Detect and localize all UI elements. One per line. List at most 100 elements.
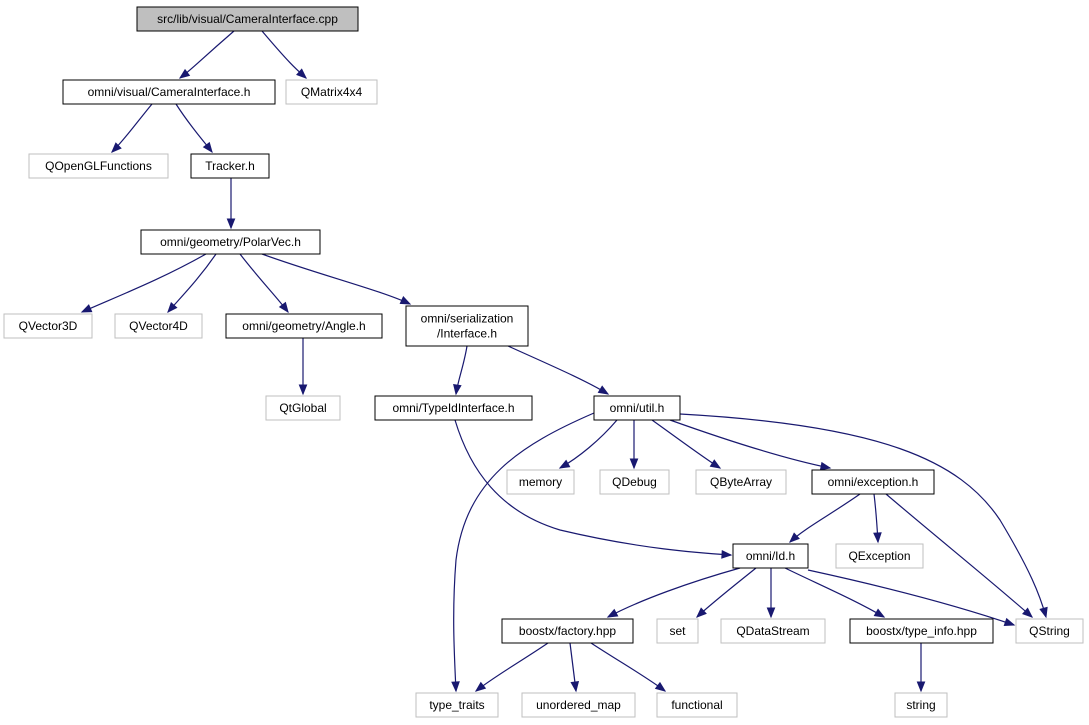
node-string: string	[894, 692, 948, 718]
arrowhead-icon	[80, 304, 93, 313]
arrowhead-icon	[654, 681, 667, 692]
node-box	[114, 313, 203, 339]
edge-line	[669, 419, 831, 469]
node-qtglobal: QtGlobal	[265, 395, 341, 421]
node-box	[415, 692, 499, 718]
edge-id-to-qdatastream	[766, 568, 776, 619]
node-label: src/lib/visual/CameraInterface.cpp	[157, 12, 338, 26]
node-label: omni/geometry/PolarVec.h	[160, 235, 301, 249]
node-qvector3d: QVector3D	[3, 313, 93, 339]
arrowhead-icon	[696, 607, 707, 618]
edge-line	[167, 253, 217, 313]
edge-polarvec-to-serial	[261, 253, 412, 305]
edge-polarvec-to-qvector3d	[80, 253, 207, 313]
edge-typeid-to-id	[454, 419, 733, 559]
node-tracker[interactable]: Tracker.h	[190, 153, 270, 179]
edge-exception-to-qstring	[885, 493, 1034, 618]
edge-id-to-factory	[606, 567, 741, 618]
node-label: omni/util.h	[610, 401, 665, 415]
node-label: /Interface.h	[437, 327, 497, 341]
arrowhead-icon	[167, 301, 178, 314]
edge-line	[784, 567, 885, 618]
node-camiface-h[interactable]: omni/visual/CameraInterface.h	[62, 79, 276, 105]
node-label: omni/exception.h	[828, 475, 919, 489]
node-label: omni/TypeIdInterface.h	[392, 401, 514, 415]
node-serial[interactable]: omni/serialization/Interface.h	[405, 305, 529, 347]
node-label: QVector3D	[19, 319, 78, 333]
node-set: set	[656, 618, 699, 644]
node-label: boostx/factory.hpp	[519, 624, 616, 638]
node-id[interactable]: omni/Id.h	[732, 543, 809, 569]
edge-serial-to-util	[507, 345, 610, 395]
edge-line	[261, 253, 411, 305]
edge-id-to-qstring	[807, 569, 1016, 627]
node-polarvec[interactable]: omni/geometry/PolarVec.h	[140, 229, 321, 255]
node-box	[835, 543, 924, 569]
arrowhead-icon	[721, 550, 733, 559]
edge-factory-to-type_traits	[474, 642, 549, 692]
node-box	[374, 395, 533, 421]
node-label: omni/visual/CameraInterface.h	[88, 85, 251, 99]
edge-util-to-qstring	[679, 413, 1048, 619]
edge-line	[454, 419, 732, 556]
arrowhead-icon	[873, 608, 886, 618]
edge-line	[81, 253, 207, 313]
edge-id-to-set	[696, 567, 757, 618]
edge-root-to-qmatrix	[261, 30, 308, 79]
edge-line	[679, 413, 1047, 618]
edge-camiface_h-to-tracker	[175, 103, 213, 154]
arrowhead-icon	[1039, 606, 1048, 619]
arrowhead-icon	[453, 383, 462, 396]
node-label: functional	[671, 698, 722, 712]
edge-polarvec-to-qvector4d	[167, 253, 217, 314]
node-box	[656, 618, 699, 644]
node-box	[62, 79, 276, 105]
node-util[interactable]: omni/util.h	[593, 395, 681, 421]
nodes-layer: src/lib/visual/CameraInterface.cpp omni/v…	[3, 6, 1084, 718]
node-box	[656, 692, 738, 718]
edge-line	[789, 493, 861, 543]
node-qstring: QString	[1015, 618, 1084, 644]
node-qdebug: QDebug	[599, 469, 670, 495]
edge-id-to-typeinfo	[784, 567, 886, 618]
node-functional: functional	[656, 692, 738, 718]
node-qmatrix: QMatrix4x4	[285, 79, 378, 105]
edge-factory-to-unordered_map	[569, 642, 580, 693]
edge-line	[607, 567, 741, 618]
node-label: QDebug	[612, 475, 657, 489]
node-label: omni/Id.h	[746, 549, 795, 563]
node-exception[interactable]: omni/exception.h	[811, 469, 935, 495]
node-box	[1015, 618, 1084, 644]
node-label: QString	[1029, 624, 1070, 638]
node-label: QByteArray	[710, 475, 772, 489]
arrowhead-icon	[278, 301, 289, 314]
node-label: unordered_map	[536, 698, 621, 712]
edge-camiface_h-to-qopengl	[111, 103, 153, 153]
edge-line	[507, 345, 609, 395]
node-box	[849, 618, 994, 644]
edge-line	[453, 412, 595, 692]
edge-line	[559, 419, 618, 469]
node-root[interactable]: src/lib/visual/CameraInterface.cpp	[136, 6, 359, 32]
arrowhead-icon	[629, 458, 639, 470]
edge-line	[885, 493, 1033, 618]
arrowhead-icon	[1003, 617, 1016, 627]
node-typeid[interactable]: omni/TypeIdInterface.h	[374, 395, 533, 421]
node-label: string	[906, 698, 935, 712]
node-angle[interactable]: omni/geometry/Angle.h	[225, 313, 383, 339]
node-label: QtGlobal	[279, 401, 326, 415]
edge-util-to-exception	[669, 419, 832, 471]
node-box	[521, 692, 636, 718]
node-typeinfo[interactable]: boostx/type_info.hpp	[849, 618, 994, 644]
edge-line	[475, 642, 549, 692]
node-qdatastream: QDataStream	[720, 618, 826, 644]
node-factory[interactable]: boostx/factory.hpp	[501, 618, 634, 644]
node-label: QVector4D	[129, 319, 188, 333]
arrowhead-icon	[451, 681, 460, 693]
node-label: QException	[848, 549, 910, 563]
node-label: boostx/type_info.hpp	[866, 624, 977, 638]
arrowhead-icon	[916, 681, 926, 693]
arrowhead-icon	[570, 681, 580, 693]
arrowhead-icon	[789, 532, 800, 543]
